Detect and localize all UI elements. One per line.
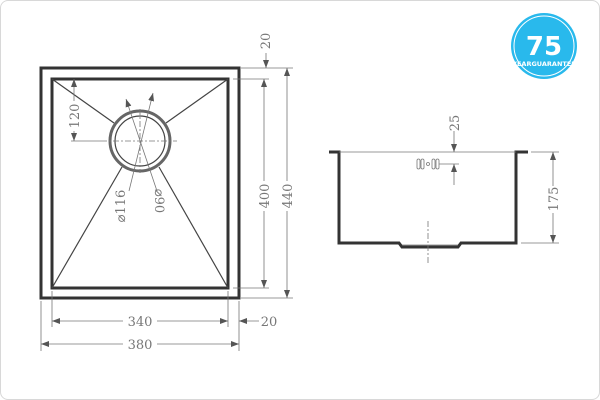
slope-lines	[51, 78, 229, 289]
dim-drain-inner: ⌀90	[151, 189, 166, 213]
outer-rim	[39, 66, 241, 300]
dim-inner-depth: 400	[258, 184, 273, 209]
top-view: 20 400 440 120 ⌀116 ⌀90 340 20 380	[39, 33, 296, 353]
side-view: 25 175	[329, 115, 562, 263]
dim-drain-outer: ⌀116	[114, 190, 129, 223]
badge-number: 75	[526, 32, 562, 62]
badge-circle	[511, 13, 577, 79]
drain	[101, 92, 177, 192]
dim-height: 175	[547, 187, 562, 212]
dim-rim-top: 20	[259, 33, 274, 50]
badge-ring	[513, 15, 575, 77]
overflow-holes	[416, 158, 459, 170]
badge-text: YEARGUARANTEE	[511, 60, 575, 68]
sink-profile	[329, 150, 528, 249]
inner-bowl	[50, 77, 230, 290]
dim-rim-side: 20	[261, 315, 278, 330]
dim-inner-width: 340	[128, 315, 153, 330]
dim-drain-offset: 120	[68, 104, 83, 129]
dim-outer-width: 380	[128, 338, 153, 353]
dim-outer-depth: 440	[281, 184, 296, 209]
guarantee-badge: 75 YEARGUARANTEE	[511, 13, 577, 79]
dim-overflow: 25	[448, 115, 463, 132]
